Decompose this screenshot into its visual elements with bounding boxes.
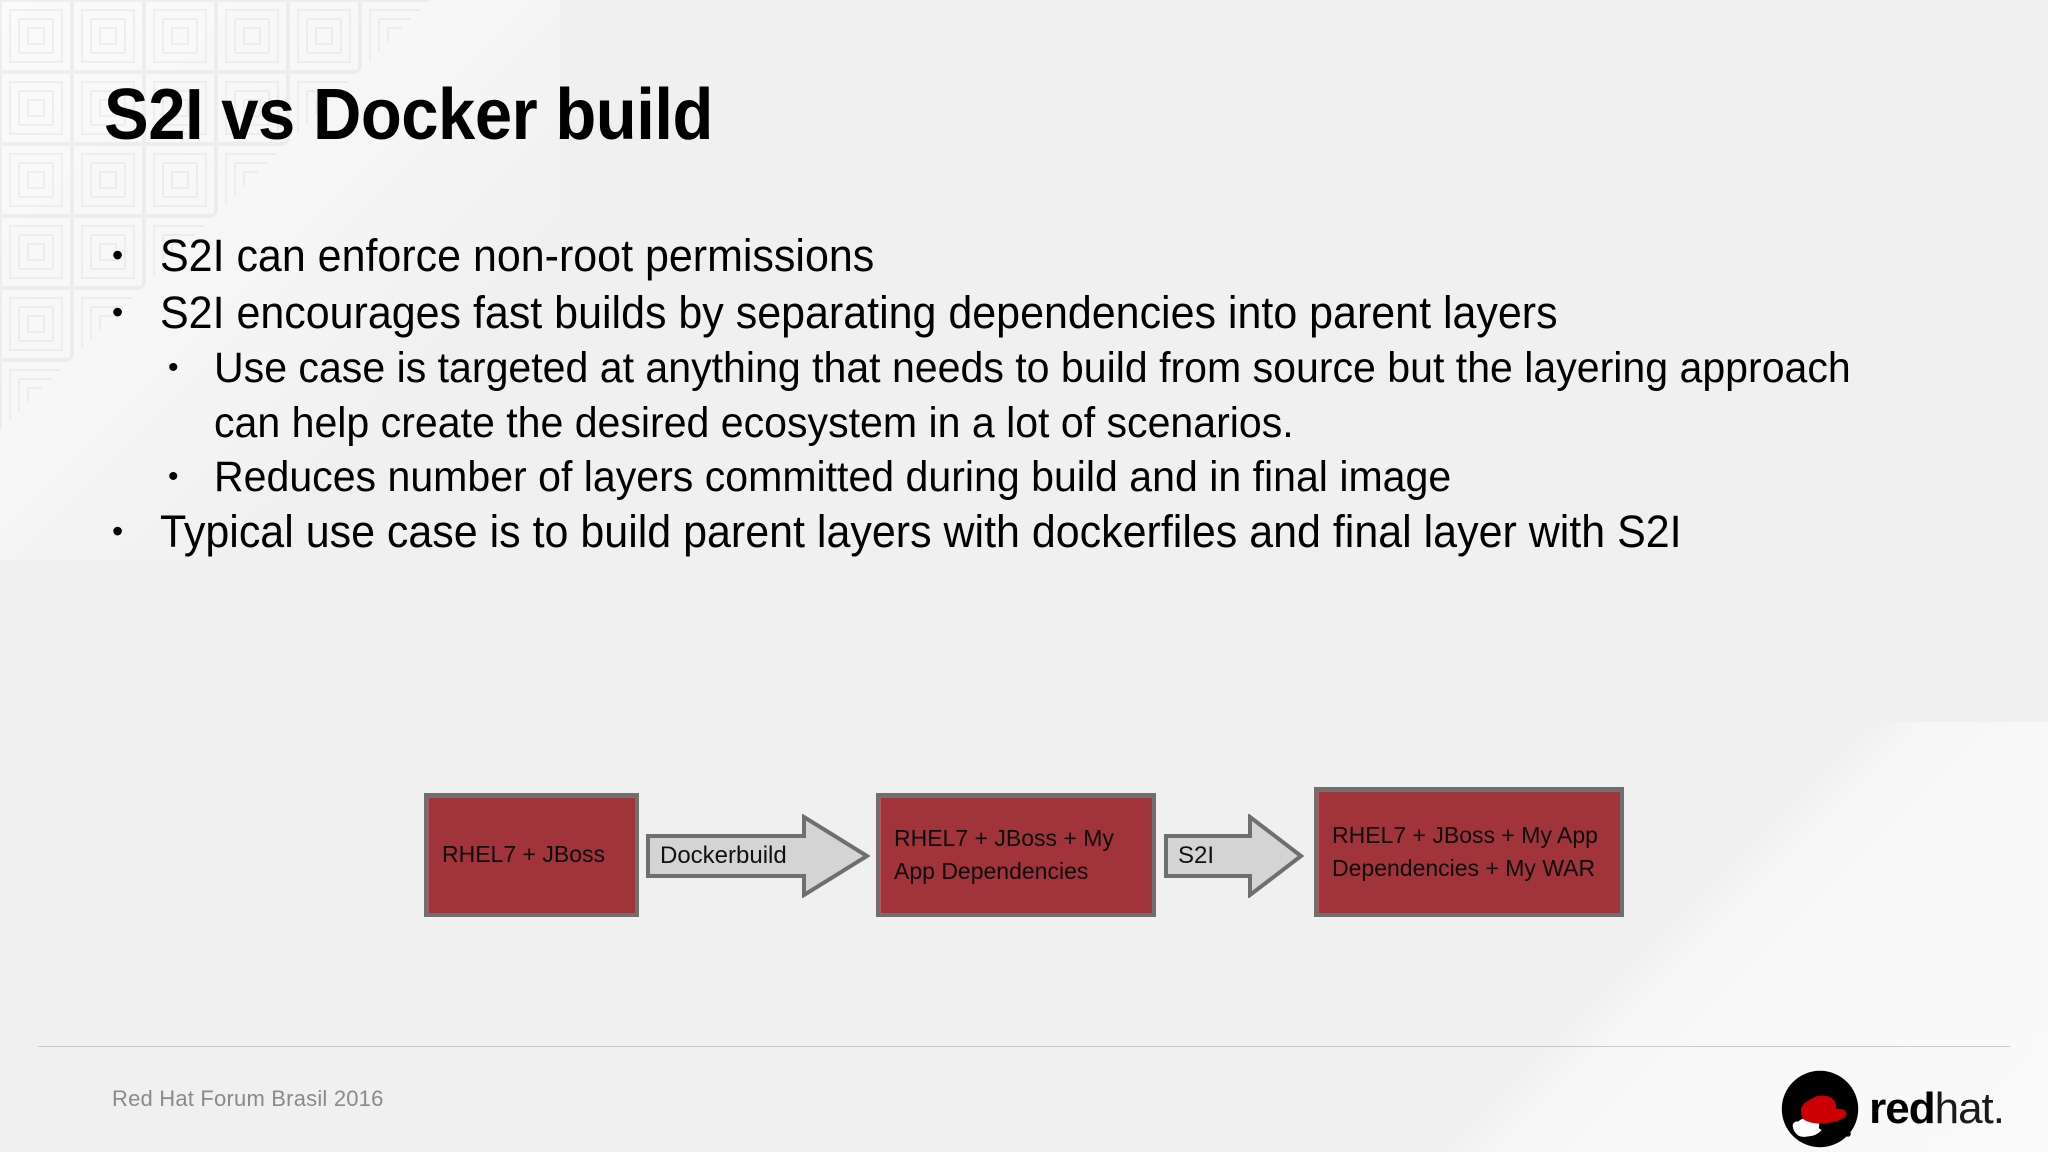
page-title: S2I vs Docker build xyxy=(104,75,713,155)
sub-bullet-text: Use case is targeted at anything that ne… xyxy=(214,344,1851,447)
redhat-wordmark-red: red xyxy=(1869,1084,1935,1133)
diagram-node-box1: RHEL7 + JBoss xyxy=(424,793,639,917)
diagram-edge-label: S2I xyxy=(1178,842,1215,869)
bullet-marker-icon: • xyxy=(168,459,179,493)
block-arrow-right-icon xyxy=(646,814,870,898)
bullet-item: • Typical use case is to build parent la… xyxy=(112,504,1942,561)
bullet-item: • S2I can enforce non-root permissions xyxy=(112,228,1942,285)
sub-bullet-item: • Reduces number of layers committed dur… xyxy=(112,450,1942,504)
bullet-marker-icon: • xyxy=(112,293,124,330)
redhat-shadowman-icon xyxy=(1781,1070,1859,1148)
diagram-edge-arrow2: S2I xyxy=(1164,814,1304,898)
redhat-logo: redhat. xyxy=(1781,1070,2005,1148)
diagram-edge-label: Dockerbuild xyxy=(660,842,787,869)
sub-bullet-text: Reduces number of layers committed durin… xyxy=(214,452,1452,501)
diagram-node-label: RHEL7 + JBoss + My App Dependencies + My… xyxy=(1332,821,1598,881)
bullet-text: S2I can enforce non-root permissions xyxy=(160,230,875,281)
sub-bullet-item: • Use case is targeted at anything that … xyxy=(112,341,1942,449)
diagram-node-box2: RHEL7 + JBoss + My App Dependencies xyxy=(876,793,1156,917)
footer-divider xyxy=(38,1046,2010,1047)
footer-text: Red Hat Forum Brasil 2016 xyxy=(112,1086,384,1111)
diagram-node-box3: RHEL7 + JBoss + My App Dependencies + My… xyxy=(1314,787,1624,917)
diagram-node-label: RHEL7 + JBoss + My App Dependencies xyxy=(894,824,1114,884)
bullet-text: Typical use case is to build parent laye… xyxy=(160,505,1682,557)
redhat-wordmark: redhat. xyxy=(1869,1084,2005,1133)
redhat-wordmark-hat: hat. xyxy=(1934,1084,2005,1133)
diagram-edge-arrow1: Dockerbuild xyxy=(646,814,870,898)
diagram-node-label: RHEL7 + JBoss xyxy=(442,841,605,868)
bullet-marker-icon: • xyxy=(168,351,179,385)
bullet-list: • S2I can enforce non-root permissions •… xyxy=(112,228,1942,561)
block-arrow-right-icon xyxy=(1164,814,1304,898)
bullet-marker-icon: • xyxy=(112,237,124,273)
bullet-text: S2I encourages fast builds by separating… xyxy=(160,286,1558,338)
flow-diagram: RHEL7 + JBoss Dockerbuild RHEL7 + JBoss … xyxy=(424,787,1624,917)
bullet-marker-icon: • xyxy=(112,512,124,549)
bullet-item: • S2I encourages fast builds by separati… xyxy=(112,285,1942,342)
